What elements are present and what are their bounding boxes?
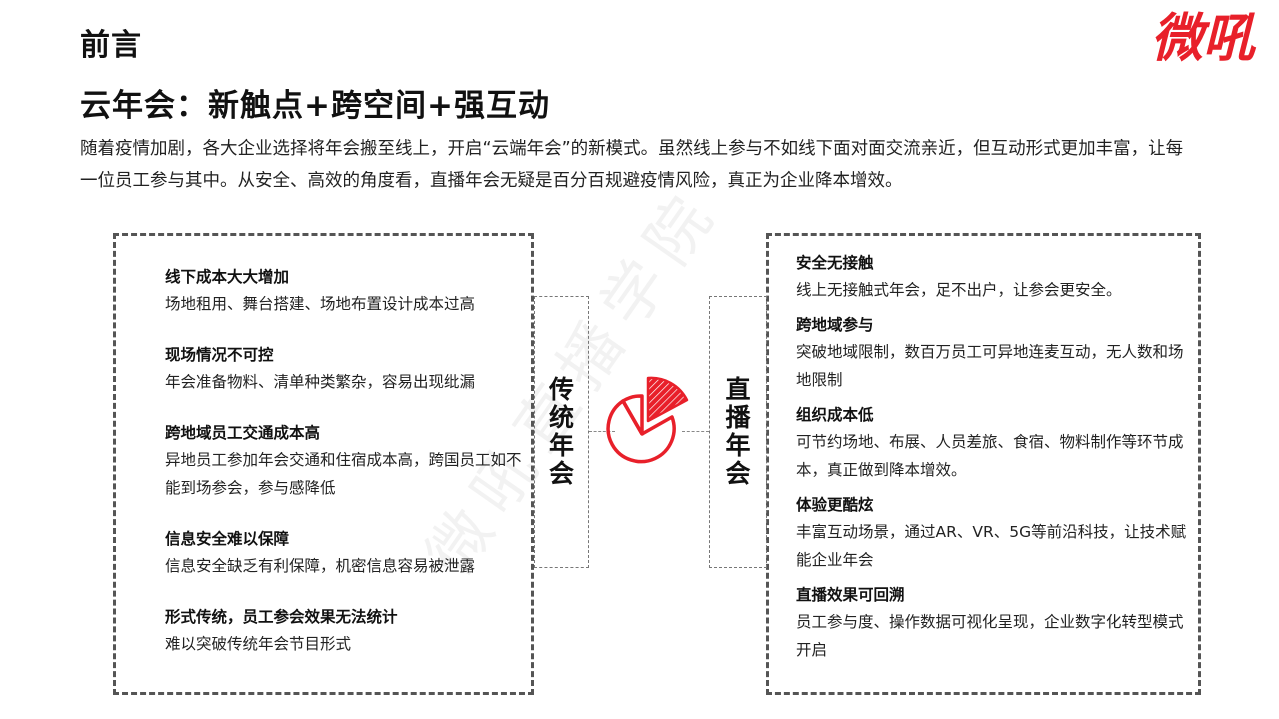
traditional-items-list: 线下成本大大增加 场地租用、舞台搭建、场地布置设计成本过高 现场情况不可控 年会… [165, 266, 530, 684]
list-item: 跨地域员工交通成本高 异地员工参加年会交通和住宿成本高，跨国员工如不能到场参会，… [165, 422, 530, 502]
pie-chart-icon [606, 375, 692, 465]
item-title: 跨地域员工交通成本高 [165, 424, 321, 442]
list-item: 信息安全难以保障 信息安全缺乏有利保障，机密信息容易被泄露 [165, 528, 530, 580]
connector-line-left [589, 431, 615, 432]
list-item: 现场情况不可控 年会准备物料、清单种类繁杂，容易出现纰漏 [165, 344, 530, 396]
item-desc: 年会准备物料、清单种类繁杂，容易出现纰漏 [165, 373, 476, 391]
item-title: 直播效果可回溯 [796, 586, 905, 604]
item-desc: 线上无接触式年会，足不出户，让参会更安全。 [796, 281, 1122, 299]
traditional-annual-meeting-box [113, 233, 534, 695]
live-label: 直播年会 [725, 375, 751, 488]
list-item: 形式传统，员工参会效果无法统计 难以突破传统年会节目形式 [165, 606, 530, 658]
item-title: 现场情况不可控 [165, 346, 274, 364]
item-title: 体验更酷炫 [796, 496, 874, 514]
item-title: 跨地域参与 [796, 316, 874, 334]
live-annual-meeting-box [766, 233, 1201, 695]
item-title: 组织成本低 [796, 406, 874, 424]
list-item: 线下成本大大增加 场地租用、舞台搭建、场地布置设计成本过高 [165, 266, 530, 318]
traditional-label-box: 传统年会 [534, 296, 589, 568]
list-item: 安全无接触 线上无接触式年会，足不出户，让参会更安全。 [796, 252, 1191, 304]
item-desc: 难以突破传统年会节目形式 [165, 635, 352, 653]
item-title: 安全无接触 [796, 254, 874, 272]
item-title: 线下成本大大增加 [165, 268, 290, 286]
live-label-box: 直播年会 [709, 296, 767, 568]
svg-text:微吼: 微吼 [1151, 9, 1257, 64]
item-title: 形式传统，员工参会效果无法统计 [165, 608, 398, 626]
traditional-label: 传统年会 [548, 375, 574, 488]
list-item: 跨地域参与 突破地域限制，数百万员工可异地连麦互动，无人数和场地限制 [796, 314, 1191, 394]
live-items-list: 安全无接触 线上无接触式年会，足不出户，让参会更安全。 跨地域参与 突破地域限制… [796, 252, 1191, 674]
section-title: 前言 [80, 28, 142, 63]
list-item: 直播效果可回溯 员工参与度、操作数据可视化呈现，企业数字化转型模式开启 [796, 584, 1191, 664]
item-desc: 丰富互动场景，通过AR、VR、5G等前沿科技，让技术赋能企业年会 [796, 523, 1187, 569]
item-desc: 异地员工参加年会交通和住宿成本高，跨国员工如不能到场参会，参与感降低 [165, 451, 522, 497]
item-title: 信息安全难以保障 [165, 530, 290, 548]
item-desc: 场地租用、舞台搭建、场地布置设计成本过高 [165, 295, 476, 313]
item-desc: 员工参与度、操作数据可视化呈现，企业数字化转型模式开启 [796, 613, 1184, 659]
page-headline: 云年会：新触点+跨空间+强互动 [80, 88, 550, 124]
list-item: 体验更酷炫 丰富互动场景，通过AR、VR、5G等前沿科技，让技术赋能企业年会 [796, 494, 1191, 574]
intro-paragraph: 随着疫情加剧，各大企业选择将年会搬至线上，开启“云端年会”的新模式。虽然线上参与… [80, 139, 1184, 191]
item-desc: 信息安全缺乏有利保障，机密信息容易被泄露 [165, 557, 476, 575]
item-desc: 突破地域限制，数百万员工可异地连麦互动，无人数和场地限制 [796, 343, 1184, 389]
brand-logo: 微吼 [1149, 4, 1259, 69]
item-desc: 可节约场地、布展、人员差旅、食宿、物料制作等环节成本，真正做到降本增效。 [796, 433, 1184, 479]
connector-line-right [682, 431, 709, 432]
logo-icon: 微吼 [1151, 9, 1257, 69]
list-item: 组织成本低 可节约场地、布展、人员差旅、食宿、物料制作等环节成本，真正做到降本增… [796, 404, 1191, 484]
